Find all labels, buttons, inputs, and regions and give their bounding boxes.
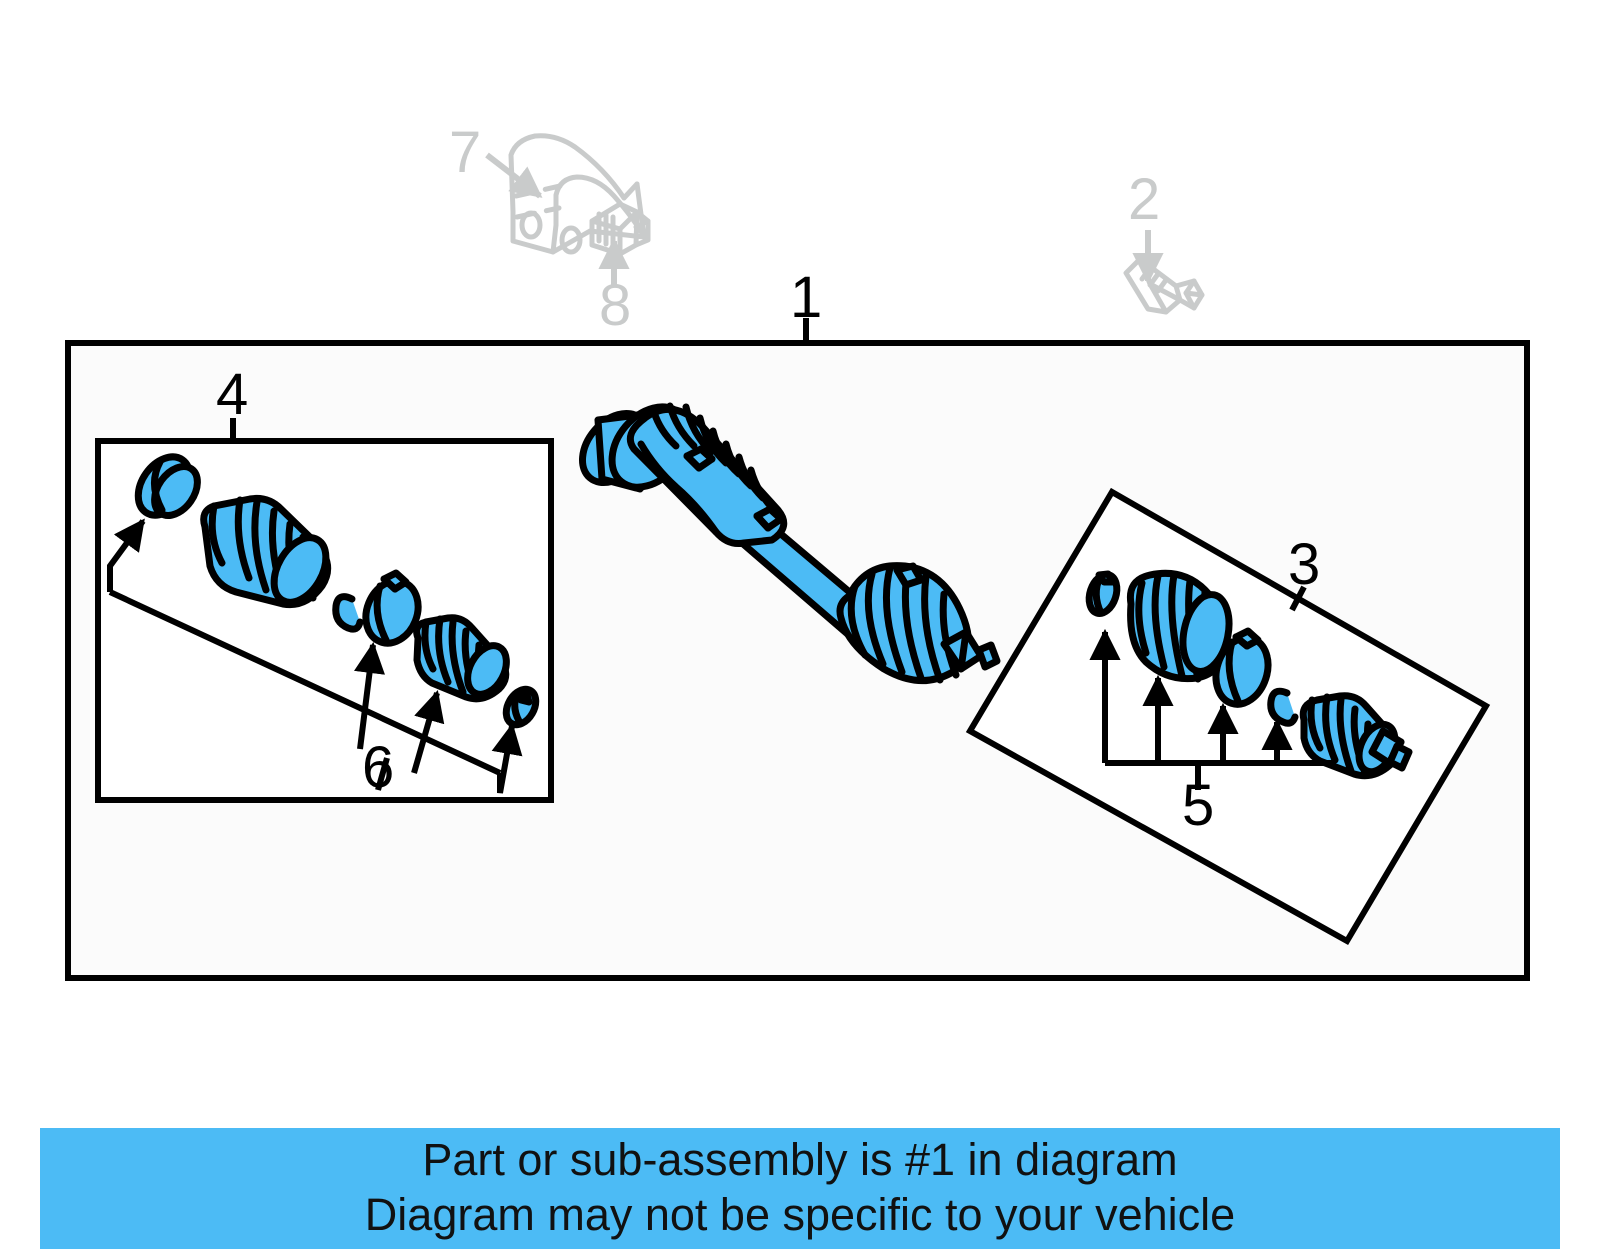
callout-3-leader (1289, 585, 1307, 612)
callout-label-4: 4 (216, 362, 248, 427)
drive-axle-shaft (579, 402, 1001, 685)
callout-label-5: 5 (1182, 773, 1214, 838)
part-2-bolt-ghost (1123, 256, 1205, 315)
callout-label-8: 8 (599, 273, 631, 338)
boot-kit-4-parts (134, 453, 540, 729)
part-7-bracket-ghost (508, 133, 647, 255)
banner-line-2: Diagram may not be specific to your vehi… (364, 1189, 1236, 1240)
banner-line-1: Part or sub-assembly is #1 in diagram (422, 1134, 1178, 1185)
callout-5-leaders (1089, 628, 1335, 790)
callout-6-leaders (107, 518, 523, 794)
disclaimer-banner: Part or sub-assembly is #1 in diagram Di… (40, 1128, 1560, 1249)
callout-label-7: 7 (449, 120, 481, 185)
callout-label-1: 1 (790, 265, 822, 330)
boot-kit-3-parts (1085, 569, 1413, 780)
callout-label-3: 3 (1288, 532, 1320, 597)
part-7-leader (485, 152, 543, 199)
callout-label-6: 6 (362, 735, 394, 800)
callout-label-2: 2 (1128, 167, 1160, 232)
